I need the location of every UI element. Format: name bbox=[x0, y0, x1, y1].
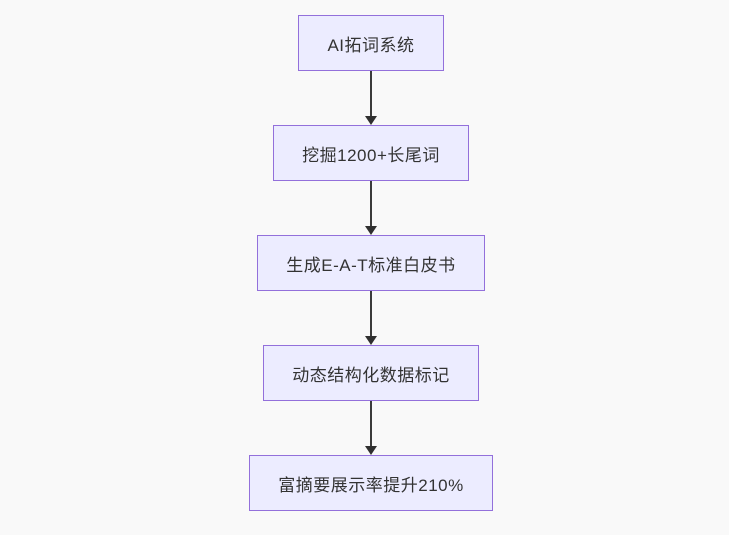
flow-node-label: 挖掘1200+长尾词 bbox=[302, 145, 440, 165]
flowchart: AI拓词系统 挖掘1200+长尾词 生成E-A-T标准白皮书 动态结构化数据标记… bbox=[0, 15, 729, 511]
flow-node-eat-whitepaper: 生成E-A-T标准白皮书 bbox=[257, 235, 485, 291]
edge-line bbox=[370, 181, 372, 226]
edge-line bbox=[370, 291, 372, 336]
flow-node-rich-snippet-uplift: 富摘要展示率提升210% bbox=[249, 455, 493, 511]
flow-node-ai-word-system: AI拓词系统 bbox=[298, 15, 444, 71]
arrowhead-down-icon bbox=[365, 446, 377, 455]
edge-line bbox=[370, 71, 372, 116]
flow-node-label: AI拓词系统 bbox=[327, 35, 415, 55]
arrowhead-down-icon bbox=[365, 116, 377, 125]
flow-edge-b-c bbox=[365, 181, 377, 235]
arrowhead-down-icon bbox=[365, 226, 377, 235]
flow-node-longtail-mining: 挖掘1200+长尾词 bbox=[273, 125, 469, 181]
flow-node-label: 动态结构化数据标记 bbox=[292, 365, 450, 385]
flow-node-label: 生成E-A-T标准白皮书 bbox=[286, 255, 456, 275]
flow-edge-a-b bbox=[365, 71, 377, 125]
edge-line bbox=[370, 401, 372, 446]
flow-edge-c-d bbox=[365, 291, 377, 345]
arrowhead-down-icon bbox=[365, 336, 377, 345]
flow-node-label: 富摘要展示率提升210% bbox=[278, 475, 464, 495]
flow-edge-d-e bbox=[365, 401, 377, 455]
flow-node-structured-data-markup: 动态结构化数据标记 bbox=[263, 345, 479, 401]
